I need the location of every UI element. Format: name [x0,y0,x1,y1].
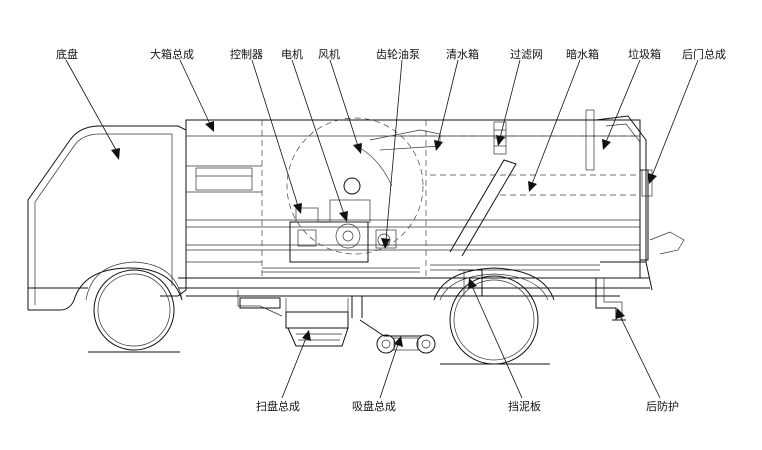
water-tank-region [430,121,640,257]
label-dark-water-tank: 暗水箱 [566,47,599,61]
front-wheel [85,261,183,353]
label-fan: 风机 [318,47,340,61]
rear-guard [595,278,626,321]
label-rear-door: 后门总成 [682,47,726,61]
leader-lines [65,59,699,399]
rear-wheel [433,267,555,365]
motor-pump-unit [289,177,397,263]
label-rear-guard: 后防护 [646,399,679,413]
rear-door [639,169,685,291]
sweep-disc-assembly [237,290,349,347]
label-main-box: 大箱总成 [150,47,194,61]
garbage-box [585,109,647,263]
suction-nozzle-assembly [351,296,436,354]
label-filter: 过滤网 [510,48,543,61]
label-clean-water-tank: 清水箱 [446,47,479,61]
label-motor: 电机 [281,47,303,61]
label-suction-nozzle: 吸盘总成 [352,399,396,413]
fan-housing [286,117,441,255]
chassis-frame [178,264,650,297]
label-chassis: 底盘 [56,47,78,61]
label-mudguard: 挡泥板 [508,399,541,413]
main-box-body [185,119,641,279]
label-sweep-disc: 扫盘总成 [256,399,300,413]
label-gear-pump: 齿轮油泵 [376,47,420,61]
mudguard-plate [458,269,483,296]
label-controller: 控制器 [230,47,263,61]
label-garbage-box: 垃圾箱 [628,47,661,61]
